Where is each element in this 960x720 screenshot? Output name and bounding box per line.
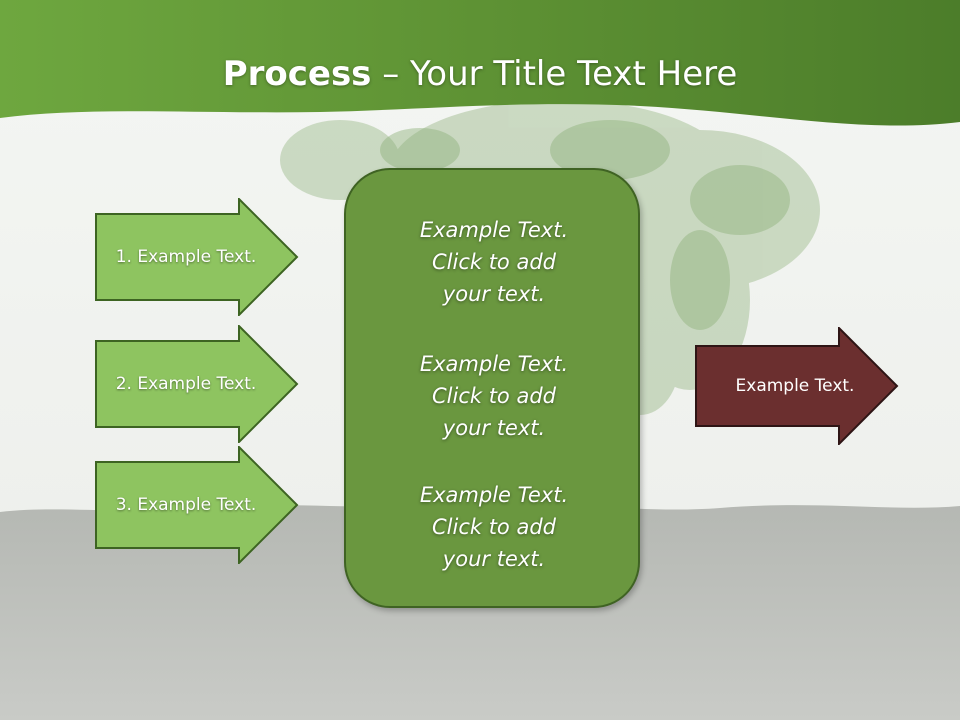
center-text-box[interactable]: Example Text. Click to add your text. Ex… [344, 168, 640, 608]
text-line: Example Text. [419, 218, 569, 242]
text-line: Click to add [431, 515, 556, 539]
text-block-2: Example Text. Click to add your text. [346, 348, 642, 444]
text-line: your text. [442, 282, 546, 306]
output-label: Example Text. [735, 376, 855, 396]
step-arrow-3[interactable]: 3. Example Text. [95, 446, 299, 564]
slide-title: Process – Your Title Text Here [0, 52, 960, 96]
step-label: 1. Example Text. [115, 247, 257, 267]
text-block-1: Example Text. Click to add your text. [346, 214, 642, 310]
arrow-shape [95, 446, 299, 564]
arrow-shape [695, 327, 899, 445]
text-block-3: Example Text. Click to add your text. [346, 479, 642, 575]
arrow-shape [95, 325, 299, 443]
text-line: Click to add [431, 384, 556, 408]
step-arrow-2[interactable]: 2. Example Text. [95, 325, 299, 443]
text-line: Example Text. [419, 352, 569, 376]
text-line: Click to add [431, 250, 556, 274]
title-rest: – Your Title Text Here [371, 54, 738, 94]
text-line: Example Text. [419, 483, 569, 507]
step-arrow-1[interactable]: 1. Example Text. [95, 198, 299, 316]
step-label: 2. Example Text. [115, 374, 257, 394]
step-label: 3. Example Text. [115, 495, 257, 515]
output-arrow[interactable]: Example Text. [695, 327, 899, 445]
text-line: your text. [442, 416, 546, 440]
title-banner [0, 0, 960, 126]
title-bold: Process [222, 54, 372, 94]
arrow-shape [95, 198, 299, 316]
text-line: your text. [442, 547, 546, 571]
